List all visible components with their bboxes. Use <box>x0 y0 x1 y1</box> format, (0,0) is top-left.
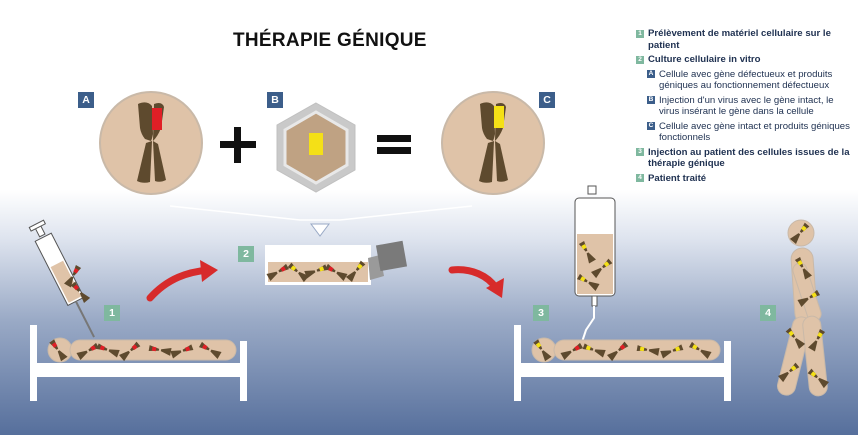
label-a-badge: A <box>78 92 94 108</box>
patient-lying-1 <box>47 337 237 363</box>
legend-badge: 1 <box>636 29 644 38</box>
step-2-badge: 2 <box>238 246 254 262</box>
legend-text: Culture cellulaire in vitro <box>648 54 761 65</box>
step-1-badge: 1 <box>104 305 120 321</box>
legend-badge: A <box>647 70 655 78</box>
legend-text: Cellule avec gène intact et produits gén… <box>659 120 850 144</box>
legend-text: Injection d'un virus avec le gène intact… <box>659 94 834 118</box>
label-c-badge: C <box>539 92 555 108</box>
iv-bag <box>574 185 616 343</box>
legend-item-4: 4 Patient traité <box>636 173 854 185</box>
cell-a-defective <box>99 91 203 195</box>
legend-item-2: 2 Culture cellulaire in vitro <box>636 54 854 66</box>
legend-badge: 3 <box>636 148 644 156</box>
equals-sign <box>377 135 411 154</box>
bed-3 <box>514 325 731 401</box>
step-4-badge: 4 <box>760 305 776 321</box>
legend-text: Prélèvement de matériel cellulaire sur l… <box>648 28 831 51</box>
legend-text: Cellule avec gène défectueux et produits… <box>659 68 833 92</box>
plus-sign <box>220 127 256 163</box>
legend-text: Patient traité <box>648 172 707 184</box>
virus-b <box>276 102 356 193</box>
legend-badge: 2 <box>636 55 644 64</box>
legend-badge: 4 <box>636 174 644 182</box>
cell-c-healthy <box>441 91 545 195</box>
legend-badge: B <box>647 96 655 104</box>
red-arrow-2 <box>448 266 504 298</box>
legend-text: Injection au patient des cellules issues… <box>648 146 850 170</box>
legend-item-1: 1 Prélèvement de matériel cellulaire sur… <box>636 28 854 51</box>
diagram-title: THÉRAPIE GÉNIQUE <box>233 30 427 51</box>
label-b-badge: B <box>267 92 283 108</box>
culture-tube <box>265 240 408 285</box>
legend-badge: C <box>647 122 655 130</box>
syringe <box>28 219 95 338</box>
legend-item-3: 3 Injection au patient des cellules issu… <box>636 147 854 170</box>
legend: 1 Prélèvement de matériel cellulaire sur… <box>636 28 854 187</box>
red-arrow-1 <box>146 260 218 302</box>
legend-item-b: B Injection d'un virus avec le gène inta… <box>647 95 854 118</box>
bed-1 <box>30 325 247 401</box>
bracket-connector <box>169 205 473 237</box>
step-3-badge: 3 <box>533 305 549 321</box>
patient-walking <box>777 219 829 397</box>
legend-item-a: A Cellule avec gène défectueux et produi… <box>647 69 854 92</box>
patient-lying-3 <box>531 337 721 363</box>
legend-item-c: C Cellule avec gène intact et produits g… <box>647 121 854 144</box>
